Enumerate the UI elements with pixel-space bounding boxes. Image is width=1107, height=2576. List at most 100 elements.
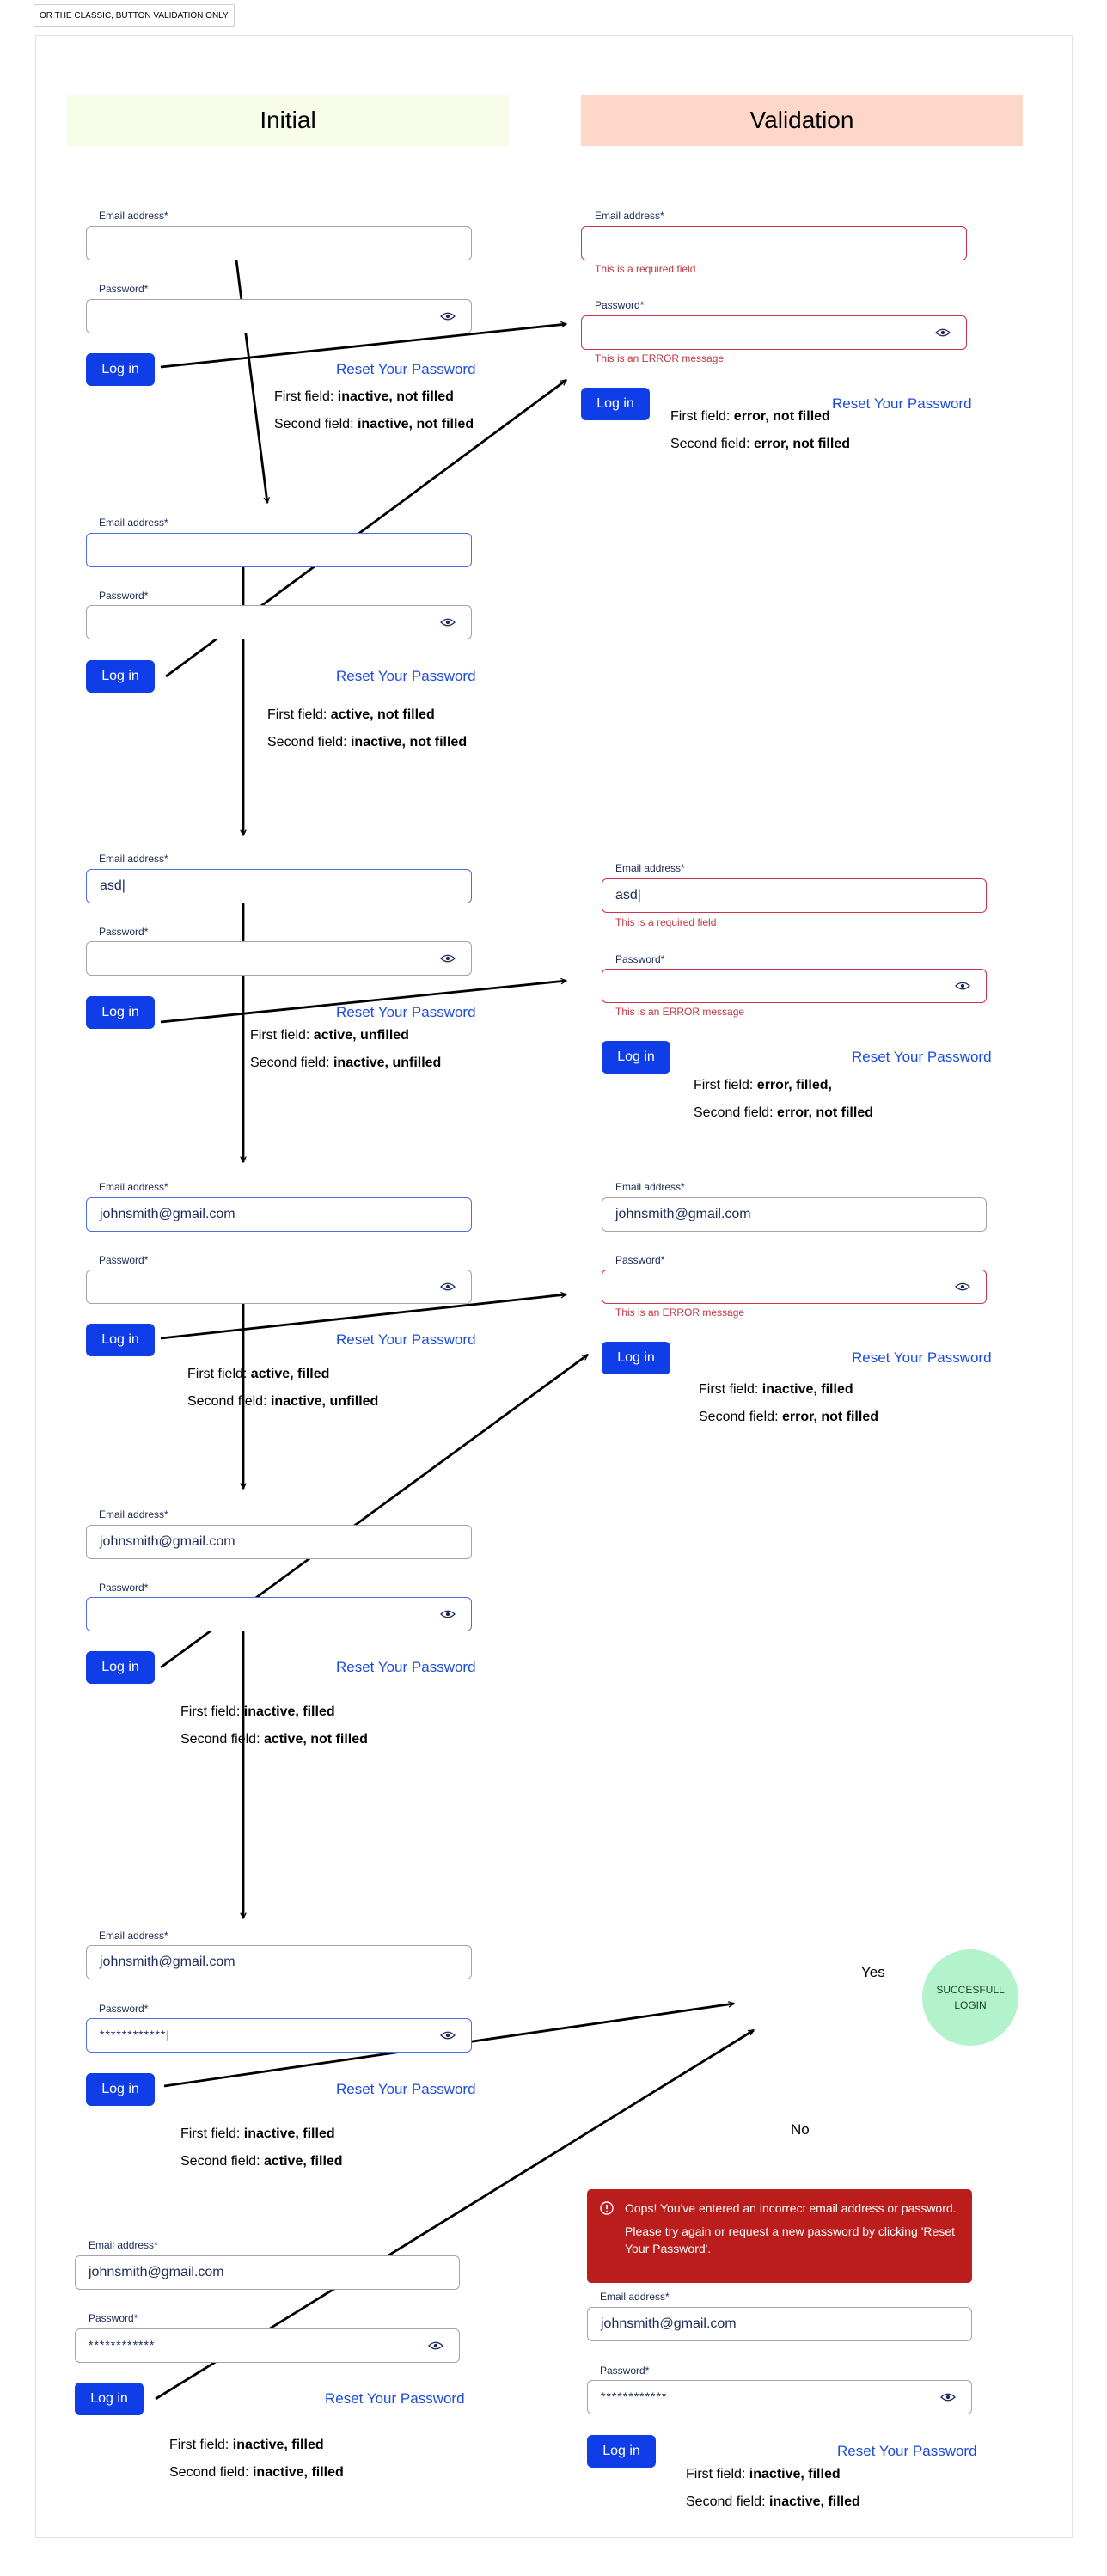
login-button[interactable]: Log in [86,1651,155,1684]
state-first: First field: inactive, filled [180,1704,335,1719]
state-second: Second field: inactive, filled [169,2465,344,2480]
error-text: This is a required field [595,263,696,275]
error-text: This is an ERROR message [615,1006,745,1018]
email-label: Email address* [615,1181,685,1193]
password-label: Password* [99,926,149,938]
eye-icon[interactable] [940,2392,956,2402]
eye-icon[interactable] [440,953,456,964]
banner-line-2: Please try again or request a new passwo… [625,2224,955,2255]
warning-icon [600,2201,614,2215]
eye-icon[interactable] [428,2340,443,2351]
email-label: Email address* [600,2291,670,2303]
password-label: Password* [99,2003,149,2015]
login-button[interactable]: Log in [75,2383,144,2415]
password-input[interactable] [86,299,472,333]
email-label: Email address* [99,517,168,529]
email-input[interactable]: johnsmith@gmail.com [86,1197,472,1232]
state-second: Second field: inactive, unfilled [250,1055,442,1070]
login-button[interactable]: Log in [86,353,155,386]
login-button[interactable]: Log in [602,1041,670,1074]
login-button[interactable]: Log in [86,2073,155,2106]
reset-password-link[interactable]: Reset Your Password [336,1331,476,1348]
eye-icon[interactable] [955,981,970,991]
yes-label: Yes [861,1964,885,1980]
state-first: First field: inactive, filled [180,2126,335,2141]
login-button[interactable]: Log in [86,996,155,1029]
email-label: Email address* [99,1181,168,1193]
email-input[interactable]: asd| [602,878,987,913]
reset-password-link[interactable]: Reset Your Password [336,1659,476,1675]
password-input[interactable] [86,605,472,639]
top-note: OR THE CLASSIC, BUTTON VALIDATION ONLY [34,4,235,27]
eye-icon[interactable] [440,311,456,321]
password-input[interactable] [86,1270,472,1304]
state-first: First field: active, filled [187,1367,330,1381]
board-frame [35,35,1073,2538]
reset-password-link[interactable]: Reset Your Password [336,1004,476,1020]
state-first: First field: inactive, filled [699,1382,853,1397]
login-button[interactable]: Log in [581,388,650,420]
state-first: First field: active, not filled [267,707,435,722]
eye-icon[interactable] [955,1282,970,1292]
reset-password-link[interactable]: Reset Your Password [336,2081,476,2097]
state-second: Second field: error, not filled [670,437,850,451]
email-label: Email address* [595,210,664,222]
state-second: Second field: error, not filled [699,1410,878,1424]
email-label: Email address* [99,210,168,222]
password-input[interactable] [602,969,987,1003]
eye-icon[interactable] [440,1609,456,1619]
email-label: Email address* [99,853,168,865]
email-input[interactable]: johnsmith@gmail.com [86,1945,472,1979]
state-second: Second field: inactive, not filled [274,417,474,431]
column-header-validation: Validation [581,95,1023,146]
state-second: Second field: active, not filled [180,1732,368,1747]
password-input[interactable]: ************| [86,2018,472,2053]
login-button[interactable]: Log in [587,2435,656,2468]
eye-icon[interactable] [440,2030,456,2041]
state-second: Second field: inactive, filled [686,2494,860,2509]
password-input[interactable] [602,1270,987,1304]
password-input[interactable]: ************ [75,2328,460,2363]
password-input[interactable] [581,315,967,350]
reset-password-link[interactable]: Reset Your Password [325,2390,465,2407]
reset-password-link[interactable]: Reset Your Password [336,361,476,377]
email-input[interactable] [581,226,967,260]
eye-icon[interactable] [440,1282,456,1292]
email-input[interactable]: johnsmith@gmail.com [602,1197,987,1232]
login-button[interactable]: Log in [86,1324,155,1356]
email-label: Email address* [89,2239,158,2251]
reset-password-link[interactable]: Reset Your Password [852,1049,992,1065]
login-button[interactable]: Log in [86,660,155,693]
password-input[interactable] [86,1597,472,1631]
success-login-badge: SUCCESFULL LOGIN [922,1949,1018,2046]
password-input[interactable]: ************ [587,2380,972,2414]
password-label: Password* [600,2365,650,2377]
state-second: Second field: inactive, not filled [267,735,468,750]
password-label: Password* [99,283,149,295]
reset-password-link[interactable]: Reset Your Password [832,395,972,412]
password-label: Password* [99,590,149,602]
state-second: Second field: active, filled [180,2154,343,2169]
reset-password-link[interactable]: Reset Your Password [852,1349,992,1366]
state-first: First field: error, filled, [694,1078,832,1092]
password-label: Password* [99,1254,149,1266]
eye-icon[interactable] [440,617,456,627]
reset-password-link[interactable]: Reset Your Password [336,668,476,684]
email-input[interactable]: johnsmith@gmail.com [75,2255,460,2290]
password-label: Password* [615,953,665,965]
email-input[interactable] [86,533,472,567]
email-label: Email address* [99,1930,168,1942]
password-label: Password* [615,1254,665,1266]
state-second: Second field: inactive, unfilled [187,1394,379,1409]
eye-icon[interactable] [935,327,951,338]
login-button[interactable]: Log in [602,1342,670,1374]
error-text: This is an ERROR message [615,1306,745,1319]
error-text: This is a required field [615,916,717,928]
password-input[interactable] [86,941,472,976]
email-input[interactable]: johnsmith@gmail.com [86,1525,472,1559]
email-input[interactable] [86,226,472,260]
email-input[interactable]: asd| [86,869,472,903]
reset-password-link[interactable]: Reset Your Password [837,2443,977,2459]
email-input[interactable]: johnsmith@gmail.com [587,2307,972,2341]
email-label: Email address* [99,1508,168,1521]
